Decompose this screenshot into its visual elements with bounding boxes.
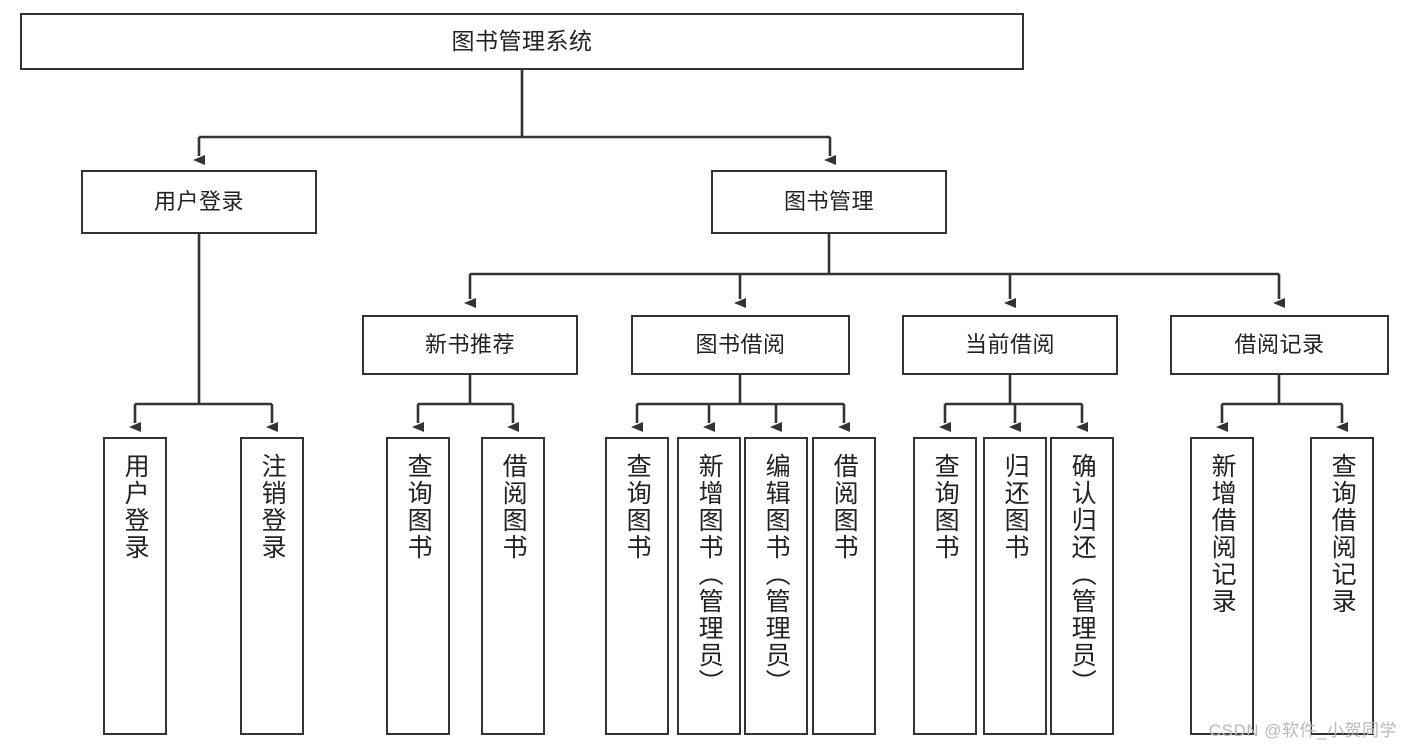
leaf-add-record-label: 新增借阅记录 (1208, 453, 1237, 615)
leaf-add-book[interactable]: 新增图书（管理员） (677, 437, 741, 735)
leaf-user-logout[interactable]: 注销登录 (240, 437, 304, 735)
node-book-borrow-label: 图书借阅 (695, 331, 786, 357)
node-root-label: 图书管理系统 (451, 27, 593, 54)
leaf-add-book-label: 新增图书（管理员） (695, 453, 724, 696)
leaf-query-book-2[interactable]: 查询图书 (605, 437, 669, 735)
leaf-return-book[interactable]: 归还图书 (983, 437, 1047, 735)
leaf-query-book-3[interactable]: 查询图书 (913, 437, 977, 735)
node-book-manage[interactable]: 图书管理 (711, 170, 947, 234)
node-book-borrow[interactable]: 图书借阅 (631, 315, 850, 375)
leaf-borrow-book-2[interactable]: 借阅图书 (812, 437, 876, 735)
node-borrow-record-label: 借阅记录 (1234, 331, 1325, 357)
node-current-borrow-label: 当前借阅 (964, 331, 1055, 357)
node-book-manage-label: 图书管理 (783, 188, 874, 214)
leaf-return-book-label: 归还图书 (1001, 453, 1030, 561)
node-borrow-record[interactable]: 借阅记录 (1170, 315, 1389, 375)
leaf-query-record[interactable]: 查询借阅记录 (1310, 437, 1374, 735)
leaf-confirm-return[interactable]: 确认归还（管理员） (1050, 437, 1114, 735)
leaf-query-book-1[interactable]: 查询图书 (386, 437, 450, 735)
leaf-user-login-label: 用户登录 (121, 453, 150, 561)
leaf-user-login[interactable]: 用户登录 (103, 437, 167, 735)
leaf-query-book-2-label: 查询图书 (623, 453, 652, 561)
leaf-query-book-1-label: 查询图书 (404, 453, 433, 561)
node-current-borrow[interactable]: 当前借阅 (902, 315, 1118, 375)
leaf-confirm-return-label: 确认归还（管理员） (1068, 453, 1097, 696)
leaf-borrow-book-1-label: 借阅图书 (499, 453, 528, 561)
node-new-book-recommend[interactable]: 新书推荐 (362, 315, 578, 375)
leaf-edit-book[interactable]: 编辑图书（管理员） (744, 437, 808, 735)
leaf-user-logout-label: 注销登录 (258, 453, 287, 561)
leaf-edit-book-label: 编辑图书（管理员） (762, 453, 791, 696)
leaf-borrow-book-2-label: 借阅图书 (830, 453, 859, 561)
leaf-add-record[interactable]: 新增借阅记录 (1190, 437, 1254, 735)
watermark-text: CSDN @软件_小贺同学 (1208, 721, 1397, 740)
leaf-query-book-3-label: 查询图书 (931, 453, 960, 561)
node-user-login[interactable]: 用户登录 (81, 170, 317, 234)
leaf-borrow-book-1[interactable]: 借阅图书 (481, 437, 545, 735)
node-new-book-recommend-label: 新书推荐 (424, 331, 515, 357)
leaf-query-record-label: 查询借阅记录 (1328, 453, 1357, 615)
node-root[interactable]: 图书管理系统 (20, 13, 1024, 70)
node-user-login-label: 用户登录 (153, 188, 244, 214)
